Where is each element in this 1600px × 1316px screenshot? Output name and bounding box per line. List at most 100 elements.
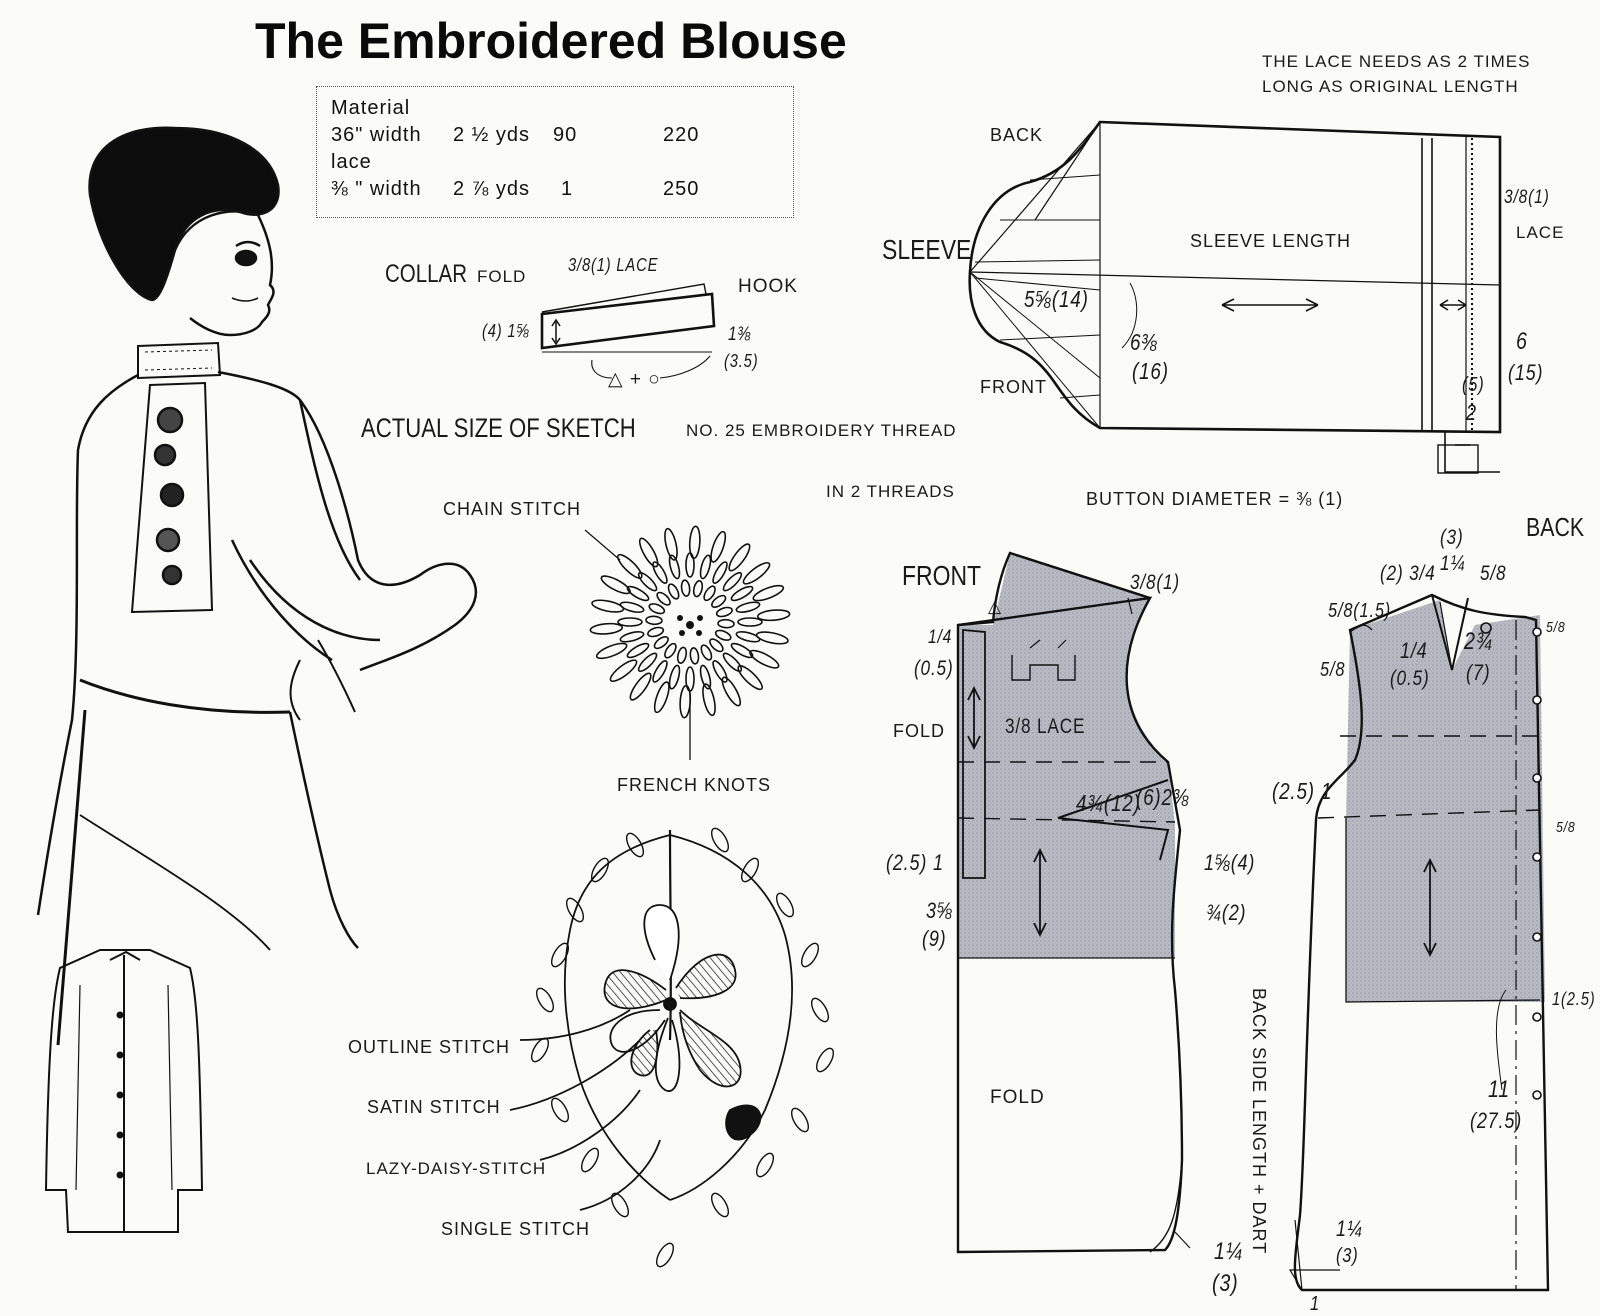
material-lace-width: 1 bbox=[561, 178, 574, 200]
chain-stitch-petal bbox=[752, 584, 785, 602]
chain-stitch-petal bbox=[609, 659, 638, 683]
back-hem-cm: (3) bbox=[1336, 1245, 1359, 1267]
lazy-daisy-leaf bbox=[610, 1192, 630, 1218]
embroidery-motif bbox=[509, 829, 793, 1211]
collar-fold: FOLD bbox=[477, 267, 527, 286]
lazy-daisy-leaf bbox=[815, 1047, 835, 1073]
lazy-daisy-leaf bbox=[800, 942, 820, 968]
chain-stitch-petal bbox=[648, 603, 666, 615]
hair bbox=[88, 126, 280, 302]
back-top-cm: (3) bbox=[1440, 526, 1464, 549]
front-left-width: 3⅝ bbox=[926, 898, 953, 923]
sleeve-back: BACK bbox=[990, 125, 1044, 145]
chain-stitch-petal bbox=[699, 664, 712, 690]
chain-stitch-petal bbox=[717, 618, 735, 629]
chain-stitch-petal bbox=[685, 666, 695, 692]
chain-stitch-petal bbox=[692, 580, 704, 598]
front-hem: 1¼ bbox=[1214, 1238, 1244, 1265]
back-length: 11 bbox=[1488, 1076, 1511, 1103]
lazy-daisy-leaf bbox=[740, 857, 760, 883]
sleeve-cuff-inner-cm: (5) bbox=[1462, 374, 1485, 396]
chain-stitch-petal bbox=[664, 642, 677, 659]
front-quarter-cm: (0.5) bbox=[914, 657, 954, 680]
chain-stitch-petal bbox=[730, 585, 754, 602]
lazy-daisy-leaf bbox=[530, 1037, 550, 1063]
collar-right-width: 1⅜ bbox=[728, 324, 752, 345]
front-fold-bottom: FOLD bbox=[990, 1087, 1045, 1108]
collar-hook: HOOK bbox=[738, 276, 798, 297]
chain-stitch-petal bbox=[637, 652, 658, 673]
front-lace: 3/8 LACE bbox=[1005, 715, 1086, 738]
lazy-daisy-leaf bbox=[625, 832, 645, 858]
back-right-a: 5/8 bbox=[1546, 619, 1566, 636]
chain-stitch-petal bbox=[715, 606, 733, 618]
lazy-daisy-leaf bbox=[810, 997, 830, 1023]
chain-stitch-petal bbox=[702, 683, 716, 717]
chain-stitch-petal bbox=[699, 554, 712, 580]
back-right-b: 5/8 bbox=[1556, 819, 1576, 836]
chain-stitch-petal bbox=[728, 543, 751, 572]
button-diameter: BUTTON DIAMETER = ⅜ (1) bbox=[1086, 489, 1344, 509]
back-right-c: 1(2.5) bbox=[1552, 989, 1596, 1009]
lazy-daisy-leaf bbox=[580, 1147, 600, 1173]
lazy-daisy-leaf bbox=[775, 892, 795, 918]
woman-illustration bbox=[36, 126, 478, 1046]
chain-stitch-petal bbox=[652, 660, 668, 683]
lace-note-line1: THE LACE NEEDS AS 2 TIMES bbox=[1262, 52, 1531, 71]
collar-left-width: (4) 1⅝ bbox=[482, 321, 530, 341]
sleeve-lace-width: 3/8(1) bbox=[1504, 187, 1550, 208]
satin-stitch-label: SATIN STITCH bbox=[367, 1097, 501, 1117]
material-fabric-yds: 2 ½ yds bbox=[453, 124, 531, 146]
chain-stitch-petal bbox=[737, 617, 763, 627]
chain-stitch-petal bbox=[721, 676, 742, 707]
chain-stitch-petal bbox=[617, 617, 643, 627]
chain-stitch-petal bbox=[685, 552, 695, 578]
sketch-title: ACTUAL SIZE OF SKETCH bbox=[361, 413, 636, 443]
front-placket bbox=[130, 381, 214, 614]
back-left-hem: (2.5) 1 bbox=[1272, 778, 1333, 804]
chain-stitch-petal bbox=[722, 652, 743, 673]
back-top-a: (2) 3/4 bbox=[1380, 562, 1436, 585]
chain-stitch-petal bbox=[735, 631, 761, 643]
back-hem: 1¼ bbox=[1336, 1216, 1363, 1241]
lazy-daisy-leaf bbox=[550, 942, 570, 968]
chain-stitch-petal bbox=[600, 575, 631, 595]
material-fabric-name: 36" width bbox=[331, 124, 422, 146]
chain-stitch-petal bbox=[668, 554, 681, 580]
french-knot-center bbox=[677, 615, 703, 636]
chain-stitch-petal bbox=[619, 601, 645, 613]
chain-stitch-petal bbox=[711, 594, 727, 608]
chain-stitch-petal bbox=[653, 636, 669, 650]
front-left-width-cm: (9) bbox=[922, 926, 947, 951]
chain-stitch-petal bbox=[688, 525, 701, 560]
back-side-length-label: BACK SIDE LENGTH + DART bbox=[1249, 988, 1269, 1255]
chain-stitch-petal bbox=[703, 585, 716, 602]
chain-stitch-petal bbox=[712, 660, 728, 683]
lazy-daisy-leaves bbox=[530, 827, 835, 1268]
chain-stitch-petal bbox=[629, 672, 652, 701]
lazy-daisy-leaf bbox=[590, 857, 610, 883]
back-top-c: 5/8 bbox=[1480, 562, 1507, 585]
collar-lace: 3/8(1) LACE bbox=[568, 255, 659, 275]
chain-stitch-petal bbox=[619, 631, 645, 643]
chain-stitch-petal bbox=[709, 638, 724, 653]
back-five-eighths: 5/8 bbox=[1320, 659, 1346, 681]
single-stitch-label: SINGLE STITCH bbox=[441, 1219, 591, 1239]
chain-stitch-petal bbox=[626, 642, 650, 659]
material-box: Material 36" width 2 ½ yds 90 220 lace ⅜… bbox=[316, 86, 794, 218]
back-dart-quarter: 1/4 bbox=[1400, 638, 1428, 663]
material-fabric-length: 220 bbox=[663, 124, 700, 146]
chain-stitch-petal bbox=[617, 553, 643, 579]
lazy-daisy-label: LAZY-DAISY-STITCH bbox=[366, 1159, 547, 1178]
sleeve-cap-height: 6⅜ bbox=[1130, 329, 1158, 355]
sleeve-length: SLEEVE LENGTH bbox=[1190, 231, 1352, 251]
chain-stitch-petal bbox=[714, 629, 732, 641]
collar-bottom-label: △ + ○ bbox=[608, 369, 661, 390]
lazy-daisy-leaf bbox=[535, 987, 555, 1013]
chain-stitch-petal bbox=[722, 571, 743, 592]
front-dart: 4¾(12) bbox=[1076, 790, 1141, 816]
back-bottom: 1 bbox=[1310, 1293, 1320, 1315]
collar-band bbox=[137, 341, 222, 380]
chain-stitch-petal bbox=[679, 684, 692, 719]
face bbox=[173, 210, 275, 337]
